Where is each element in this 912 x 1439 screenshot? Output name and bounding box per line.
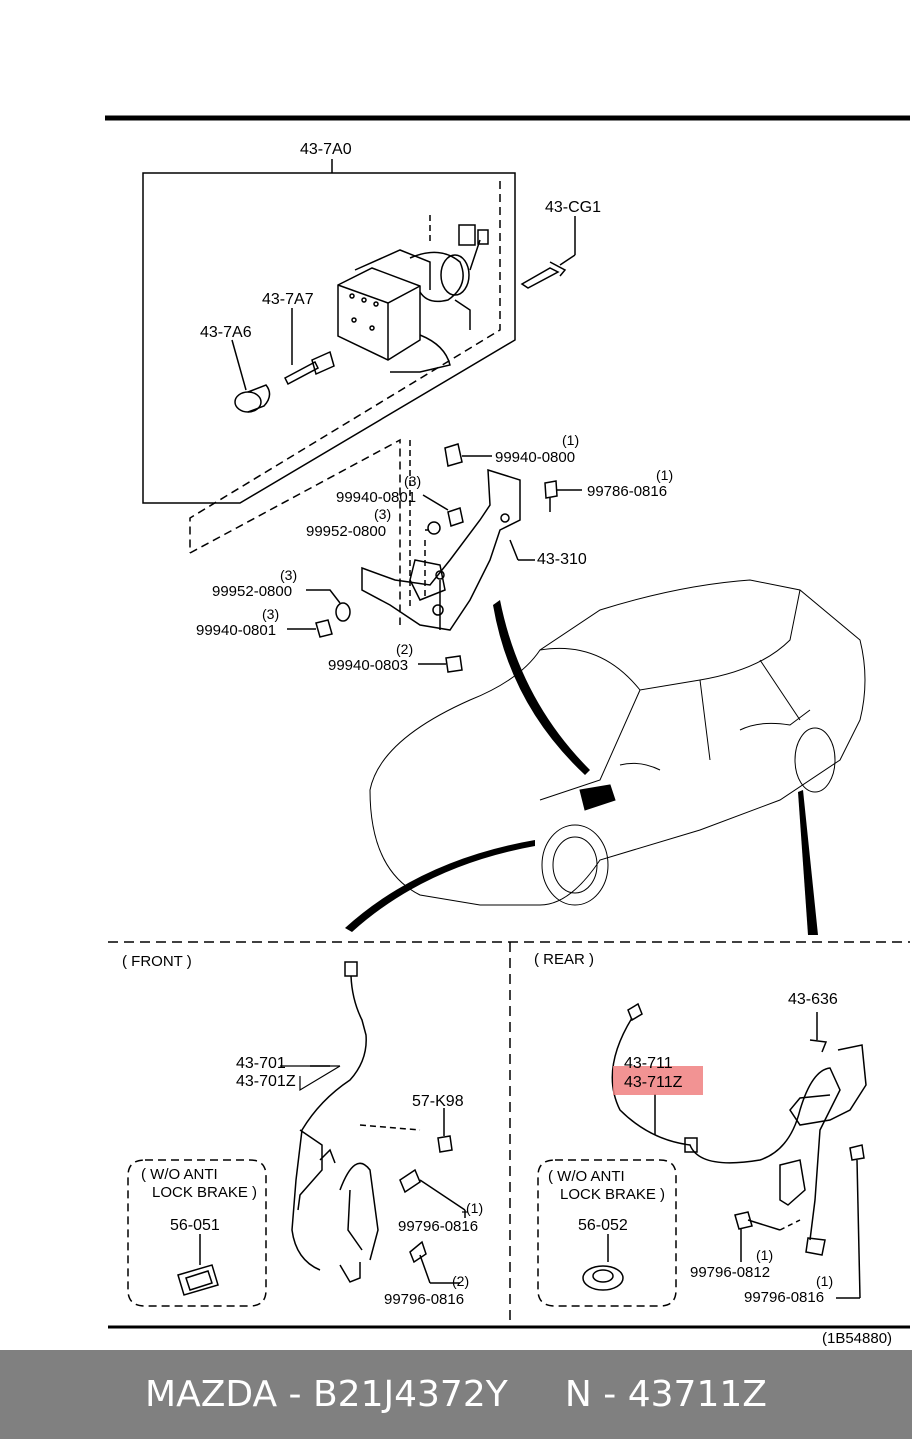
rear-wo-abs-box bbox=[537, 1159, 677, 1307]
rear-wo-abs-line2: LOCK BRAKE ) bbox=[560, 1186, 665, 1203]
subpanel-frames bbox=[108, 941, 910, 1329]
qty-0800a-washer: (3) bbox=[374, 506, 391, 522]
labels: 43-7A0 43-CG1 43-7A7 43-7A6 43-310 (1) 9… bbox=[122, 141, 892, 1347]
hydraulic-unit bbox=[337, 224, 489, 373]
label-0816: 99786-0816 bbox=[587, 483, 667, 500]
part-highlight bbox=[613, 1066, 703, 1095]
front-title: ( FRONT ) bbox=[122, 953, 192, 970]
qty-0800: (1) bbox=[562, 432, 579, 448]
label-0800a-washer: 99952-0800 bbox=[306, 523, 386, 540]
hydraulic-unit-group bbox=[142, 159, 582, 673]
label-fb1: 99796-0816 bbox=[398, 1218, 478, 1235]
fasteners-bracket bbox=[287, 443, 582, 673]
label-assembly: 43-7A0 bbox=[300, 141, 352, 158]
label-7a7: 43-7A7 bbox=[262, 291, 314, 308]
qty-rb0816: (1) bbox=[816, 1273, 833, 1289]
label-0801a: 99940-0801 bbox=[336, 489, 416, 506]
label-56052: 56-052 bbox=[578, 1217, 628, 1234]
footer-part-info: MAZDA - B21J4372Y N - 43711Z bbox=[145, 1374, 767, 1415]
label-fb2: 99796-0816 bbox=[384, 1291, 464, 1308]
label-f701z: 43-701Z bbox=[236, 1073, 296, 1090]
qty-rb0812: (1) bbox=[756, 1247, 773, 1263]
label-f701: 43-701 bbox=[236, 1055, 286, 1072]
callout-arrows bbox=[345, 600, 818, 935]
front-wo-abs-line2: LOCK BRAKE ) bbox=[152, 1184, 257, 1201]
front-wo-abs-line1: ( W/O ANTI bbox=[141, 1166, 218, 1183]
footer-bar: MAZDA - B21J4372Y N - 43711Z bbox=[0, 1350, 912, 1439]
parts-diagram: 43-7A0 43-CG1 43-7A7 43-7A6 43-310 (1) 9… bbox=[105, 115, 910, 1347]
label-7a6: 43-7A6 bbox=[200, 324, 252, 341]
diagram-canvas: 43-7A0 43-CG1 43-7A7 43-7A6 43-310 (1) 9… bbox=[105, 115, 910, 1347]
rear-sensor bbox=[611, 1002, 867, 1299]
qty-0803: (2) bbox=[396, 641, 413, 657]
label-56051: 56-051 bbox=[170, 1217, 220, 1234]
label-r711z: 43-711Z bbox=[624, 1074, 683, 1091]
connector-cg1 bbox=[520, 216, 576, 289]
label-k98: 57-K98 bbox=[412, 1093, 464, 1110]
rear-wo-abs-line1: ( W/O ANTI bbox=[548, 1168, 625, 1185]
label-rb0812: 99796-0812 bbox=[690, 1264, 770, 1281]
label-cg1: 43-CG1 bbox=[545, 199, 601, 216]
label-r711: 43-711 bbox=[624, 1055, 673, 1072]
qty-fb1: (1) bbox=[466, 1200, 483, 1216]
front-sensor bbox=[291, 961, 466, 1284]
diagram-id: (1B54880) bbox=[822, 1330, 892, 1347]
label-0803: 99940-0803 bbox=[328, 657, 408, 674]
label-r636: 43-636 bbox=[788, 991, 838, 1008]
qty-0801a: (3) bbox=[404, 473, 421, 489]
label-0800: 99940-0800 bbox=[495, 449, 575, 466]
label-0801b: 99940-0801 bbox=[196, 622, 276, 639]
bolt-7a7 bbox=[284, 308, 335, 386]
rear-title: ( REAR ) bbox=[534, 951, 594, 968]
qty-0816: (1) bbox=[656, 467, 673, 483]
qty-0800b-washer: (3) bbox=[280, 567, 297, 583]
front-wo-abs-box bbox=[127, 1159, 267, 1307]
label-rb0816: 99796-0816 bbox=[744, 1289, 824, 1306]
qty-fb2: (2) bbox=[452, 1273, 469, 1289]
leader-lines bbox=[280, 1065, 468, 1213]
bushing-7a6 bbox=[231, 339, 271, 413]
car-illustration bbox=[369, 579, 866, 906]
bracket-310 bbox=[361, 468, 535, 631]
label-310: 43-310 bbox=[537, 551, 587, 568]
label-0800b-washer: 99952-0800 bbox=[212, 583, 292, 600]
qty-0801b: (3) bbox=[262, 606, 279, 622]
